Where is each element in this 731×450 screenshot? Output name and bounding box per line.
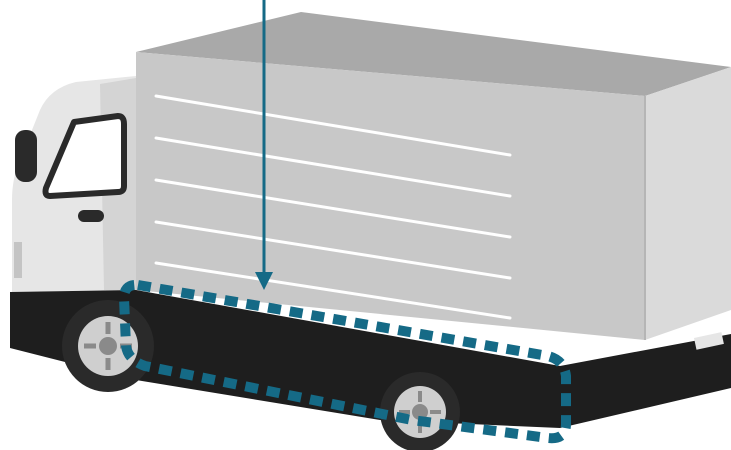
front-hub — [99, 337, 117, 355]
door-handle — [78, 210, 104, 222]
side-mirror — [15, 130, 37, 182]
front-wheel — [62, 300, 154, 392]
front-light — [14, 242, 22, 278]
cargo-box-rear — [645, 67, 731, 340]
rear-wheel — [380, 372, 460, 450]
